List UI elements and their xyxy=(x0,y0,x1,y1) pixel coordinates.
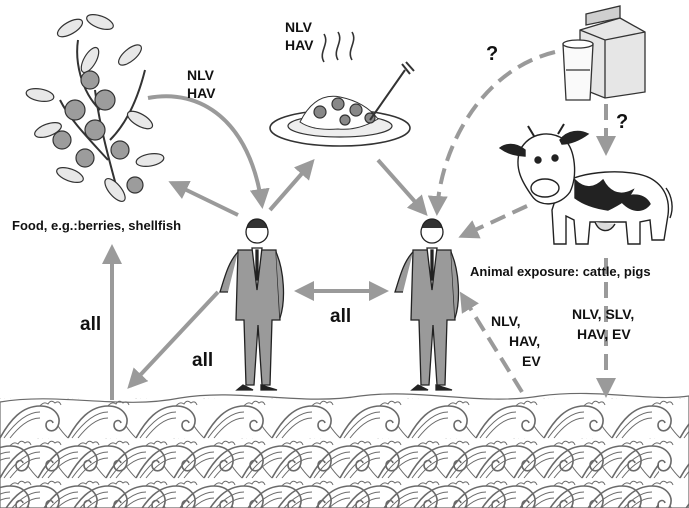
berries-virus-label-nlv: NLV xyxy=(187,67,215,83)
milk-question-mark-2: ? xyxy=(616,111,628,133)
water-person-label-hav: HAV, xyxy=(509,333,540,349)
arrow-person-left-to-berries xyxy=(172,183,238,215)
arrow-cow-to-person-right xyxy=(462,206,527,236)
arrow-food-to-person-right xyxy=(378,160,425,213)
berry-plant-illustration xyxy=(25,12,165,205)
all-label-left: all xyxy=(80,314,101,335)
all-label-middle: all xyxy=(330,306,351,327)
food-virus-label-nlv: NLV xyxy=(285,19,313,35)
food-virus-label-hav: HAV xyxy=(285,37,314,53)
milk-carton-illustration xyxy=(563,6,645,100)
all-label-lower: all xyxy=(192,350,213,371)
arrow-person-left-to-food xyxy=(270,162,312,210)
berries-virus-label-hav: HAV xyxy=(187,85,216,101)
arrow-person-left-to-sea xyxy=(130,292,218,386)
sea-waves xyxy=(0,393,689,508)
animal-water-label-line2: HAV, EV xyxy=(577,326,631,342)
arrow-berries-to-person-left xyxy=(148,96,262,205)
animal-caption: Animal exposure: cattle, pigs xyxy=(470,264,651,279)
water-person-label-nlv: NLV, xyxy=(491,313,521,329)
water-person-label-ev: EV xyxy=(522,353,541,369)
cow-illustration xyxy=(500,124,672,244)
animal-water-label-line1: NLV, SLV, xyxy=(572,306,634,322)
milk-question-mark-1: ? xyxy=(486,43,498,65)
person-right-illustration xyxy=(395,219,458,390)
person-left-illustration xyxy=(220,219,283,390)
food-caption: Food, e.g.:berries, shellfish xyxy=(12,218,181,233)
